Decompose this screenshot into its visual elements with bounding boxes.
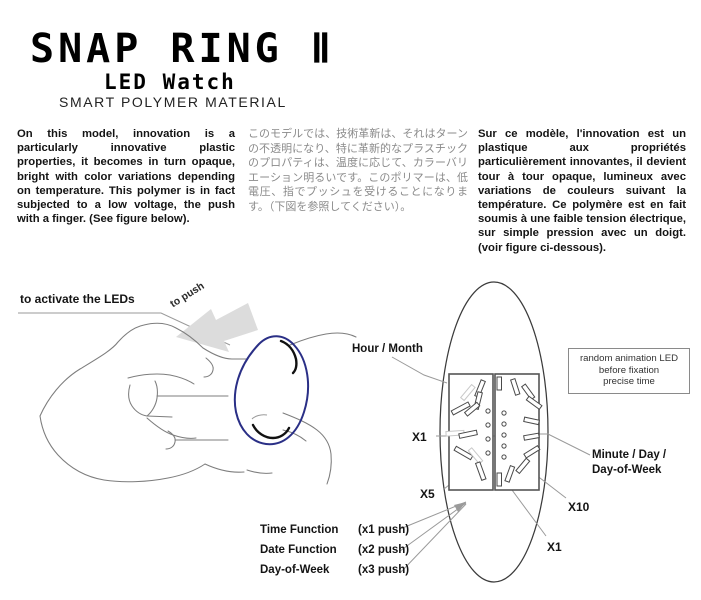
function-list: Time Function (x1 push) Date Function (x…	[260, 520, 430, 580]
label-hour-month: Hour / Month	[352, 343, 423, 355]
function-name-date: Date Function	[260, 544, 337, 556]
label-multiplier-x1-bottom: X1	[547, 540, 562, 554]
page-title: SNAP RING Ⅱ	[30, 26, 335, 72]
push-arrow-icon	[176, 303, 258, 352]
leader-activate-leds	[18, 312, 231, 346]
description-english: On this model, innovation is a particula…	[17, 127, 235, 226]
label-to-push: to push	[168, 279, 207, 311]
page-header: SNAP RING Ⅱ LED Watch SMART POLYMER MATE…	[0, 0, 701, 118]
led-segments-right	[496, 376, 543, 487]
label-minute-day-line1: Minute / Day /	[592, 449, 667, 461]
function-name-dayofweek: Day-of-Week	[260, 564, 330, 576]
led-panel-minute-day	[494, 373, 540, 491]
function-push-dayofweek: (x3 push)	[358, 564, 410, 576]
watch-led-panels	[445, 373, 543, 491]
label-multiplier-x5: X5	[420, 487, 435, 501]
page-subtitle: LED Watch	[104, 70, 236, 94]
watch-body-outline	[439, 281, 549, 583]
led-segments-left	[445, 379, 491, 481]
note-line-3: precise time	[603, 376, 655, 388]
hand-illustration	[39, 322, 357, 485]
description-japanese-text: このモデルでは、技術革新は、それはターンの不透明になり、特に革新的なプラスチック…	[248, 128, 468, 213]
snap-ring	[233, 335, 310, 446]
description-english-text: On this model, innovation is a particula…	[17, 128, 235, 226]
function-row-time: Time Function (x1 push)	[260, 520, 430, 540]
function-push-time: (x1 push)	[358, 524, 410, 536]
note-box-random-animation: random animation LED before fixation pre…	[568, 348, 690, 394]
label-multiplier-x1-left: X1	[412, 430, 427, 444]
function-row-date: Date Function (x2 push)	[260, 540, 430, 560]
note-line-2: before fixation	[598, 364, 660, 376]
label-multiplier-x10: X10	[568, 500, 590, 514]
function-name-time: Time Function	[260, 524, 339, 536]
description-french-text: Sur ce modèle, l'innovation est un plast…	[478, 128, 686, 254]
description-japanese: このモデルでは、技術革新は、それはターンの不透明になり、特に革新的なプラスチック…	[248, 127, 468, 215]
label-activate-leds: to activate the LEDs	[20, 292, 135, 306]
label-minute-day-line2: Day-of-Week	[592, 464, 662, 476]
led-panel-hour-month	[448, 373, 494, 491]
function-push-date: (x2 push)	[358, 544, 410, 556]
note-line-1: random animation LED	[579, 353, 679, 364]
label-minute-day-dayofweek: Minute / Day / Day-of-Week	[592, 448, 666, 478]
description-french: Sur ce modèle, l'innovation est un plast…	[478, 127, 686, 255]
page-tagline: SMART POLYMER MATERIAL	[59, 94, 287, 110]
function-row-dayofweek: Day-of-Week (x3 push)	[260, 560, 430, 580]
